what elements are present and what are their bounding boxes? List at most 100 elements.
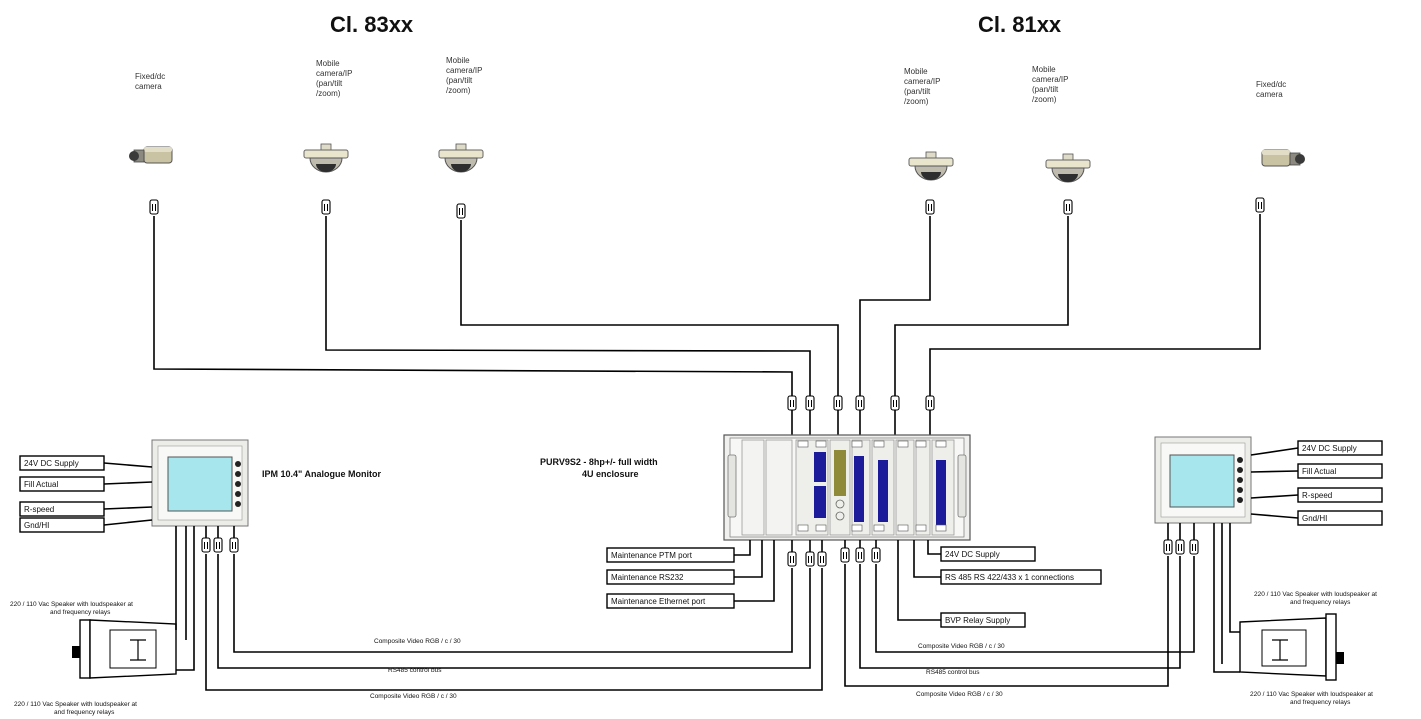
- right-speaker-bottom-label: 220 / 110 Vac Speaker with loudspeaker a…: [1250, 691, 1373, 706]
- enclosure-left-port-boxes: Maintenance PTM port Maintenance RS232 M…: [606, 540, 775, 609]
- svg-text:24V DC Supply: 24V DC Supply: [945, 550, 1000, 559]
- svg-text:Maintenance Ethernet port: Maintenance Ethernet port: [611, 597, 706, 606]
- connector-icon: [1255, 197, 1265, 213]
- left-monitor-label: IPM 10.4" Analogue Monitor: [262, 469, 381, 479]
- connector-icon: [1063, 199, 1073, 215]
- svg-text:camera/IP: camera/IP: [904, 77, 940, 86]
- connector-icon: [855, 395, 865, 411]
- svg-text:Fixed/dc: Fixed/dc: [1256, 80, 1286, 89]
- left-monitor-input-boxes: 24V DC Supply Fill Actual R-speed Gnd/HI: [19, 455, 153, 533]
- left-dome-camera-1-label: Mobile camera/IP (pan/tilt /zoom): [316, 59, 352, 98]
- left-dome-camera-2-label: Mobile camera/IP (pan/tilt /zoom): [446, 56, 482, 95]
- right-dome-camera-2-icon: [1045, 153, 1091, 183]
- svg-text:RS 485 RS 422/433 x 1 connecti: RS 485 RS 422/433 x 1 connections: [945, 573, 1074, 582]
- svg-text:Fill Actual: Fill Actual: [1302, 467, 1336, 476]
- connector-icon: [1163, 539, 1173, 555]
- enclosure-label: PURV9S2 - 8hp+/- full width 4U enclosure: [540, 457, 658, 479]
- right-monitor-stubs: [1167, 523, 1195, 540]
- connector-icon: [201, 537, 211, 553]
- connector-icon: [817, 551, 827, 567]
- left-cable-label-3: Composite Video RGB / c / 30: [370, 693, 457, 700]
- svg-text:camera/IP: camera/IP: [316, 69, 352, 78]
- left-cable-label-2: RS485 control bus: [388, 667, 442, 674]
- svg-text:and frequency relays: and frequency relays: [54, 709, 115, 716]
- svg-text:Mobile: Mobile: [904, 67, 928, 76]
- svg-text:Gnd/HI: Gnd/HI: [1302, 514, 1327, 523]
- svg-text:R-speed: R-speed: [24, 505, 54, 514]
- svg-text:Maintenance PTM port: Maintenance PTM port: [611, 551, 693, 560]
- connector-icon: [855, 547, 865, 563]
- left-side-wiring: [175, 526, 823, 691]
- svg-text:Fill Actual: Fill Actual: [24, 480, 58, 489]
- right-fixed-camera-icon: [1261, 149, 1306, 167]
- connector-icon: [787, 395, 797, 411]
- connector-icon: [787, 551, 797, 567]
- svg-text:4U enclosure: 4U enclosure: [582, 469, 639, 479]
- left-speaker-icon: [72, 619, 177, 679]
- connector-icon: [890, 395, 900, 411]
- svg-text:24V DC Supply: 24V DC Supply: [24, 459, 79, 468]
- left-dome-camera-2-icon: [438, 143, 484, 173]
- right-analogue-monitor: [1154, 436, 1252, 524]
- connector-icon: [840, 547, 850, 563]
- svg-text:camera: camera: [135, 82, 162, 91]
- left-speaker-top-label: 220 / 110 Vac Speaker with loudspeaker a…: [10, 601, 133, 616]
- enclosure-bottom-stubs: [791, 540, 877, 552]
- svg-text:camera: camera: [1256, 90, 1283, 99]
- right-speaker-icon: [1239, 613, 1344, 681]
- svg-text:/zoom): /zoom): [446, 86, 471, 95]
- connector-icon: [321, 199, 331, 215]
- enclosure-rack: [723, 434, 971, 541]
- connector-icon: [871, 547, 881, 563]
- right-dome-camera-2-label: Mobile camera/IP (pan/tilt /zoom): [1032, 65, 1068, 104]
- svg-text:Mobile: Mobile: [1032, 65, 1056, 74]
- right-dome-camera-1-label: Mobile camera/IP (pan/tilt /zoom): [904, 67, 940, 106]
- svg-text:220 / 110 Vac Speaker with lou: 220 / 110 Vac Speaker with loudspeaker a…: [1250, 691, 1373, 698]
- svg-text:(pan/tilt: (pan/tilt: [1032, 85, 1059, 94]
- right-cable-label-2: RS485 control bus: [926, 669, 980, 676]
- svg-text:BVP Relay Supply: BVP Relay Supply: [945, 616, 1010, 625]
- left-cable-label-1: Composite Video RGB / c / 30: [374, 638, 461, 645]
- right-cable-label-1: Composite Video RGB / c / 30: [918, 643, 1005, 650]
- svg-text:(pan/tilt: (pan/tilt: [316, 79, 343, 88]
- svg-text:(pan/tilt: (pan/tilt: [904, 87, 931, 96]
- enclosure-right-port-boxes: 24V DC Supply RS 485 RS 422/433 x 1 conn…: [897, 540, 1102, 628]
- connector-icon: [925, 199, 935, 215]
- connector-icon: [833, 395, 843, 411]
- svg-text:R-speed: R-speed: [1302, 491, 1332, 500]
- svg-text:and frequency relays: and frequency relays: [50, 609, 111, 616]
- connector-icon: [213, 537, 223, 553]
- connector-icon: [805, 395, 815, 411]
- svg-text:Mobile: Mobile: [446, 56, 470, 65]
- svg-text:Maintenance RS232: Maintenance RS232: [611, 573, 684, 582]
- right-side-wiring: [844, 523, 1240, 687]
- left-dome-camera-1-icon: [303, 143, 349, 173]
- svg-text:Fixed/dc: Fixed/dc: [135, 72, 165, 81]
- enclosure-top-stubs: [791, 410, 931, 436]
- left-fixed-camera-label: Fixed/dc camera: [135, 72, 165, 91]
- right-fixed-camera-label: Fixed/dc camera: [1256, 80, 1286, 99]
- svg-text:24V DC Supply: 24V DC Supply: [1302, 444, 1357, 453]
- svg-text:220 / 110 Vac Speaker with lou: 220 / 110 Vac Speaker with loudspeaker a…: [10, 601, 133, 608]
- svg-text:/zoom): /zoom): [904, 97, 929, 106]
- connector-icon: [925, 395, 935, 411]
- svg-text:and frequency relays: and frequency relays: [1290, 699, 1351, 706]
- right-group-title: Cl. 81xx: [978, 12, 1062, 37]
- svg-text:PURV9S2 - 8hp+/- full width: PURV9S2 - 8hp+/- full width: [540, 457, 658, 467]
- svg-text:Gnd/HI: Gnd/HI: [24, 521, 49, 530]
- left-group-title: Cl. 83xx: [330, 12, 414, 37]
- connector-icon: [1189, 539, 1199, 555]
- connector-icon: [456, 203, 466, 219]
- left-analogue-monitor: [151, 439, 249, 527]
- svg-text:220 / 110 Vac Speaker with lou: 220 / 110 Vac Speaker with loudspeaker a…: [1254, 591, 1377, 598]
- svg-text:and frequency relays: and frequency relays: [1290, 599, 1351, 606]
- svg-text:(pan/tilt: (pan/tilt: [446, 76, 473, 85]
- svg-text:camera/IP: camera/IP: [1032, 75, 1068, 84]
- svg-text:/zoom): /zoom): [1032, 95, 1057, 104]
- svg-text:camera/IP: camera/IP: [446, 66, 482, 75]
- connector-icon: [149, 199, 159, 215]
- camera-cables: [153, 214, 1261, 398]
- connector-icon: [805, 551, 815, 567]
- right-speaker-top-label: 220 / 110 Vac Speaker with loudspeaker a…: [1254, 591, 1377, 606]
